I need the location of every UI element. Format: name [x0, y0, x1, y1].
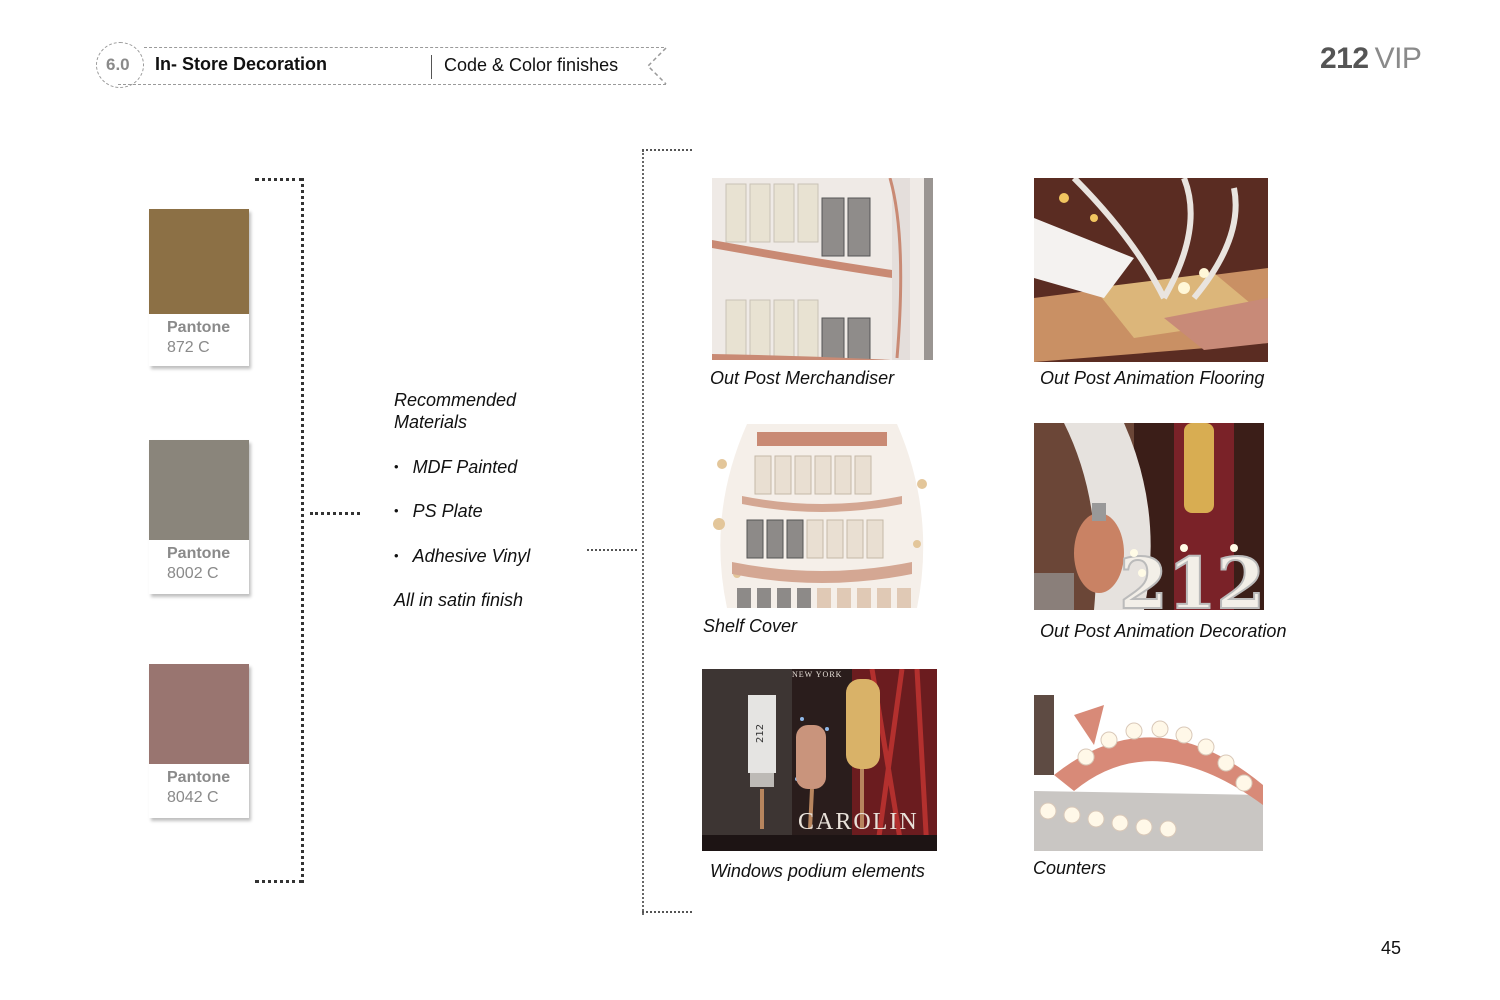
bullet-icon: •: [394, 503, 399, 518]
animation-decoration-icon: 212: [1034, 423, 1264, 610]
brand-number: 212: [1320, 42, 1369, 75]
shelf-cover-icon: [707, 424, 936, 608]
element-caption: Out Post Animation Decoration: [1040, 621, 1287, 641]
left-bracket-spine: [301, 178, 304, 883]
swatch-code: 8002 C: [167, 565, 219, 582]
swatch-name: Pantone: [167, 319, 231, 336]
swatch-code: 8042 C: [167, 789, 219, 806]
chevron-left-icon: [646, 47, 667, 85]
materials-title: Recommended Materials: [394, 390, 517, 432]
element-caption: Out Post Animation Flooring: [1040, 368, 1265, 388]
left-bracket-bottom: [255, 880, 303, 883]
material-item: •PS Plate: [394, 501, 483, 521]
element-caption: Windows podium elements: [710, 861, 925, 881]
section-badge: [96, 42, 144, 88]
right-bracket-connector: [587, 549, 637, 551]
swatch-color-chip: [149, 664, 249, 764]
right-bracket-spine: [642, 150, 644, 915]
right-bracket-bottom: [642, 911, 692, 913]
section-number: 6.0: [106, 55, 130, 74]
bullet-icon: •: [394, 548, 399, 563]
swatch-name: Pantone: [167, 545, 231, 562]
new-york-sign: NEW YORK: [792, 670, 842, 679]
pantone-swatch-2: Pantone 8002 C: [149, 440, 249, 594]
left-bracket-top: [255, 178, 303, 181]
materials-footer: All in satin finish: [394, 590, 524, 610]
merchandiser-shelf-icon: [712, 178, 933, 360]
window-podium-icon: 212 CAROLIN NEW YORK: [702, 669, 937, 851]
header-dashed-line-top: [144, 47, 664, 48]
page-number: 45: [1381, 938, 1402, 958]
animation-flooring-icon: [1034, 178, 1268, 362]
bullet-icon: •: [394, 459, 399, 474]
counter-lights-icon: [1034, 695, 1263, 851]
material-item: •MDF Painted: [394, 457, 518, 477]
pantone-swatch-3: Pantone 8042 C: [149, 664, 249, 818]
section-subtitle: Code & Color finishes: [444, 55, 619, 75]
swatch-code: 872 C: [167, 339, 210, 356]
swatch-color-chip: [149, 209, 249, 314]
element-caption: Counters: [1033, 858, 1107, 878]
element-caption: Out Post Merchandiser: [710, 368, 895, 388]
bottle-label: 212: [755, 724, 766, 743]
material-item: •Adhesive Vinyl: [394, 546, 531, 566]
carolina-sign: CAROLIN: [798, 809, 919, 835]
brand-suffix: VIP: [1374, 42, 1422, 75]
header-dashed-line-bottom: [118, 84, 666, 85]
swatch-color-chip: [149, 440, 249, 540]
section-title: In- Store Decoration: [155, 54, 328, 74]
header-separator: [431, 55, 432, 79]
left-bracket-connector: [310, 512, 360, 515]
element-caption: Shelf Cover: [703, 616, 798, 636]
pantone-swatch-1: Pantone 872 C: [149, 209, 249, 366]
right-bracket-top: [642, 149, 692, 151]
swatch-name: Pantone: [167, 769, 231, 786]
